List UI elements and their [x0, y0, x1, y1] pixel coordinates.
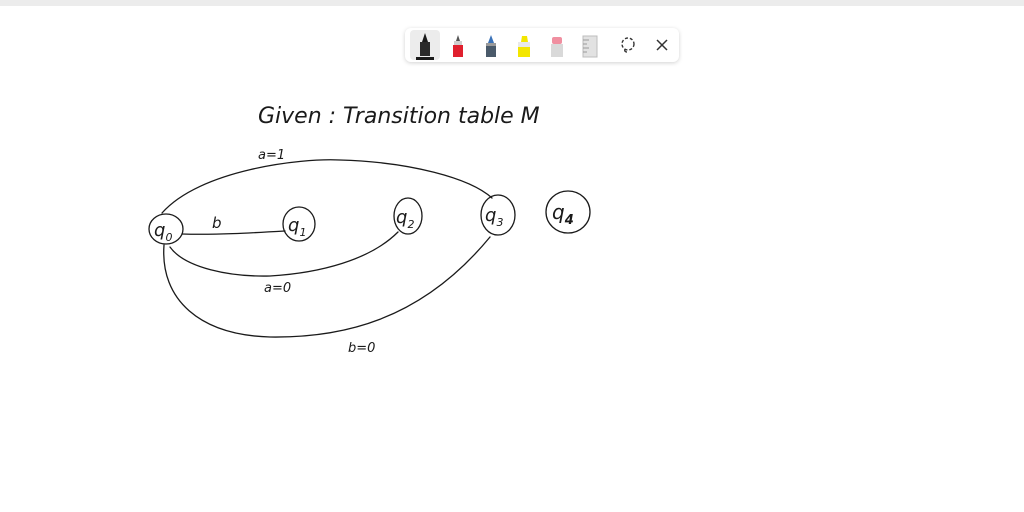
- ruler-tool[interactable]: [575, 30, 605, 60]
- edge-q0-q1: [181, 230, 286, 235]
- state-q2-label: q2: [396, 207, 414, 231]
- state-q4-circle: [545, 190, 591, 234]
- state-q1-label: q1: [288, 215, 306, 239]
- state-q3-label: q3: [485, 205, 503, 229]
- red-pen-tool[interactable]: [443, 30, 473, 60]
- edge-q0-q3-top: [161, 159, 493, 214]
- eraser-tool[interactable]: [542, 30, 572, 60]
- drawing-toolbar: [405, 28, 679, 62]
- lasso-icon: [621, 37, 635, 53]
- edge-label-a0: a=0: [264, 281, 291, 296]
- state-q0-circle: [148, 213, 184, 245]
- edge-q0-q3-bottom: [163, 236, 491, 338]
- state-q0-label: q0: [154, 220, 172, 244]
- edge-label-b0: b=0: [348, 341, 375, 356]
- top-edge-bar: [0, 0, 1024, 6]
- state-q4-label: q4: [552, 200, 574, 228]
- lasso-button[interactable]: [616, 33, 640, 57]
- state-q1-circle: [282, 206, 316, 242]
- state-q3-circle: [480, 194, 516, 236]
- red-pen-icon: [453, 35, 463, 57]
- edge-q0-q2-bottom: [169, 231, 399, 277]
- ruler-icon: [582, 35, 598, 58]
- edge-label-b: b: [212, 214, 222, 232]
- blue-pen-icon: [486, 35, 496, 57]
- state-q2-circle: [393, 197, 423, 235]
- highlighter-tool[interactable]: [509, 30, 539, 60]
- whiteboard-title: Given : Transition table M: [258, 104, 540, 129]
- close-button[interactable]: [650, 33, 674, 57]
- blue-pen-tool[interactable]: [476, 30, 506, 60]
- eraser-icon: [551, 37, 563, 57]
- close-icon: [656, 39, 668, 51]
- highlighter-icon: [518, 36, 530, 57]
- black-pen-icon: [416, 33, 434, 60]
- edge-label-a1: a=1: [258, 148, 285, 163]
- black-pen-tool[interactable]: [410, 30, 440, 60]
